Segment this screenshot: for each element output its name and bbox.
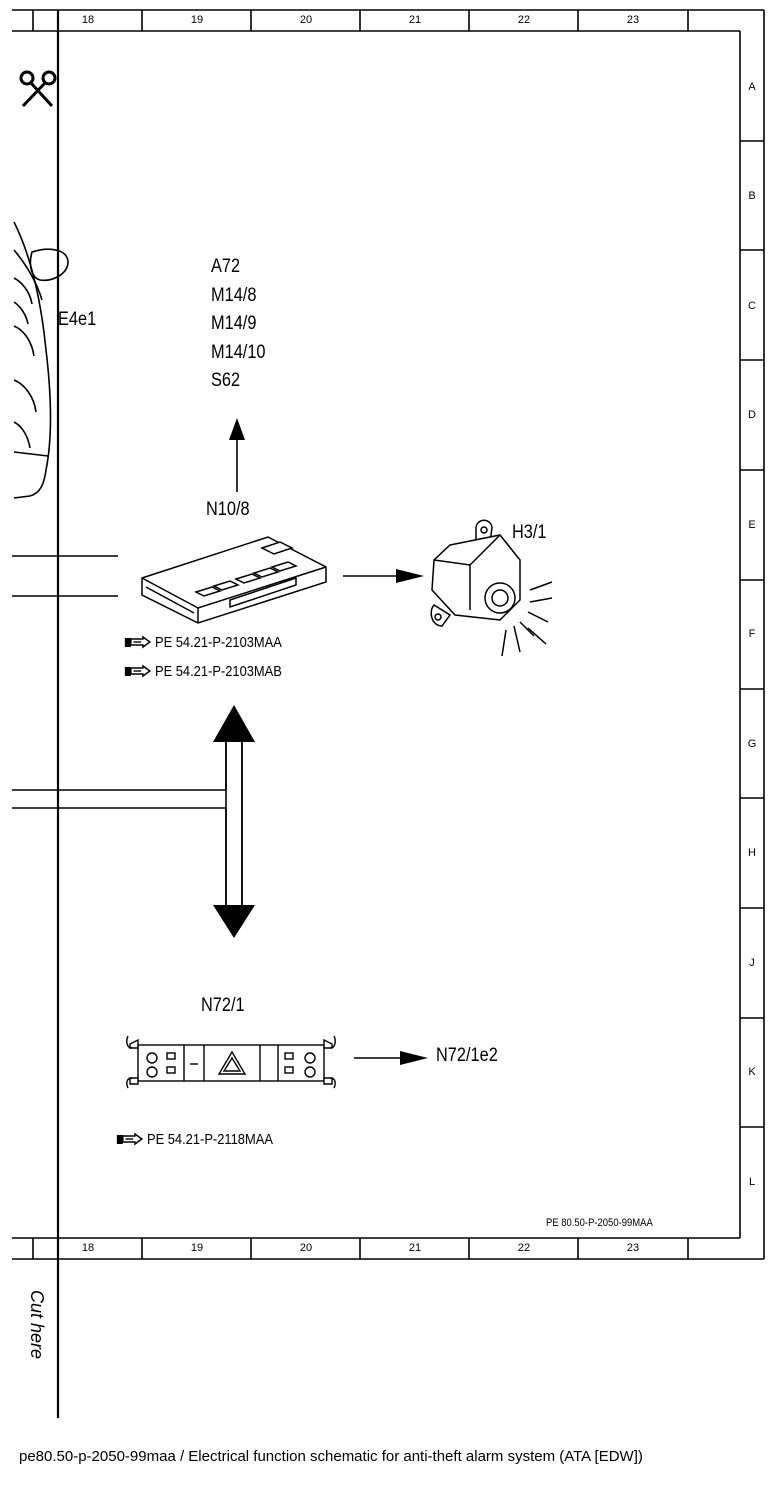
n10-8-output-list: A72 M14/8 M14/9 M14/10 S62 xyxy=(211,257,266,400)
n72-1-ref-link[interactable]: PE 54.21-P-2118MAA xyxy=(116,1132,273,1147)
output-m14-10: M14/10 xyxy=(211,341,266,363)
grid-row-label: C xyxy=(748,300,756,312)
grid-row-label: L xyxy=(748,1176,756,1188)
reference-pointer-icon xyxy=(124,664,152,678)
cut-here-label: Cut here xyxy=(27,1290,47,1360)
grid-col-label: 20 xyxy=(299,14,313,26)
grid-row-label: A xyxy=(748,81,756,93)
grid-col-label: 21 xyxy=(408,1242,422,1254)
h3-1-siren xyxy=(430,519,553,657)
grid-row-label: E xyxy=(748,519,756,531)
scissors-icon xyxy=(19,70,57,108)
reference-pointer-icon xyxy=(116,1132,144,1146)
grid-col-label: 23 xyxy=(626,14,640,26)
grid-col-label: 23 xyxy=(626,1242,640,1254)
e4e1-label: E4e1 xyxy=(58,309,97,330)
grid-row-label: G xyxy=(747,738,757,750)
arrow-n10-8-to-h3-1 xyxy=(343,569,424,583)
grid-row-label: D xyxy=(748,409,756,421)
sheet-reference: PE 80.50-P-2050-99MAA xyxy=(546,1217,653,1229)
sheet-frame xyxy=(12,9,765,1418)
n10-8-module xyxy=(141,536,327,624)
n72-1-label: N72/1 xyxy=(201,995,245,1016)
grid-col-label: 22 xyxy=(517,14,531,26)
grid-row-label: F xyxy=(748,628,756,640)
grid-col-label: 20 xyxy=(299,1242,313,1254)
output-m14-9: M14/9 xyxy=(211,313,257,334)
double-arrow-n10-8-n72-1 xyxy=(213,705,255,938)
n72-1-panel xyxy=(126,1035,336,1089)
grid-row-label: B xyxy=(748,190,756,202)
output-s62: S62 xyxy=(211,370,241,391)
output-a72: A72 xyxy=(211,256,241,277)
arrow-n10-8-up xyxy=(229,418,245,492)
n72-1e2-label: N72/1e2 xyxy=(436,1045,498,1066)
grid-col-label: 19 xyxy=(190,14,204,26)
grid-col-label: 21 xyxy=(408,14,422,26)
grid-row-label: K xyxy=(748,1066,756,1078)
grid-col-label: 18 xyxy=(81,1242,95,1254)
ref-text: PE 54.21-P-2103MAA xyxy=(154,634,282,651)
grid-col-label: 19 xyxy=(190,1242,204,1254)
reference-pointer-icon xyxy=(124,635,152,649)
ref-text: PE 54.21-P-2103MAB xyxy=(154,663,282,680)
grid-col-label: 22 xyxy=(517,1242,531,1254)
grid-row-label: H xyxy=(748,847,756,859)
grid-col-label: 18 xyxy=(81,14,95,26)
n10-8-label: N10/8 xyxy=(206,499,250,520)
n10-8-ref-link[interactable]: PE 54.21-P-2103MAB xyxy=(124,664,282,679)
n10-8-ref-link[interactable]: PE 54.21-P-2103MAA xyxy=(124,635,282,650)
grid-row-label: J xyxy=(749,957,755,969)
figure-caption: pe80.50-p-2050-99maa / Electrical functi… xyxy=(19,1448,643,1465)
ref-text: PE 54.21-P-2118MAA xyxy=(146,1131,273,1148)
e4e1-lamp xyxy=(13,221,69,499)
output-m14-8: M14/8 xyxy=(211,284,257,306)
arrow-n72-1-to-n72-1e2 xyxy=(354,1051,428,1065)
h3-1-label: H3/1 xyxy=(512,522,547,543)
